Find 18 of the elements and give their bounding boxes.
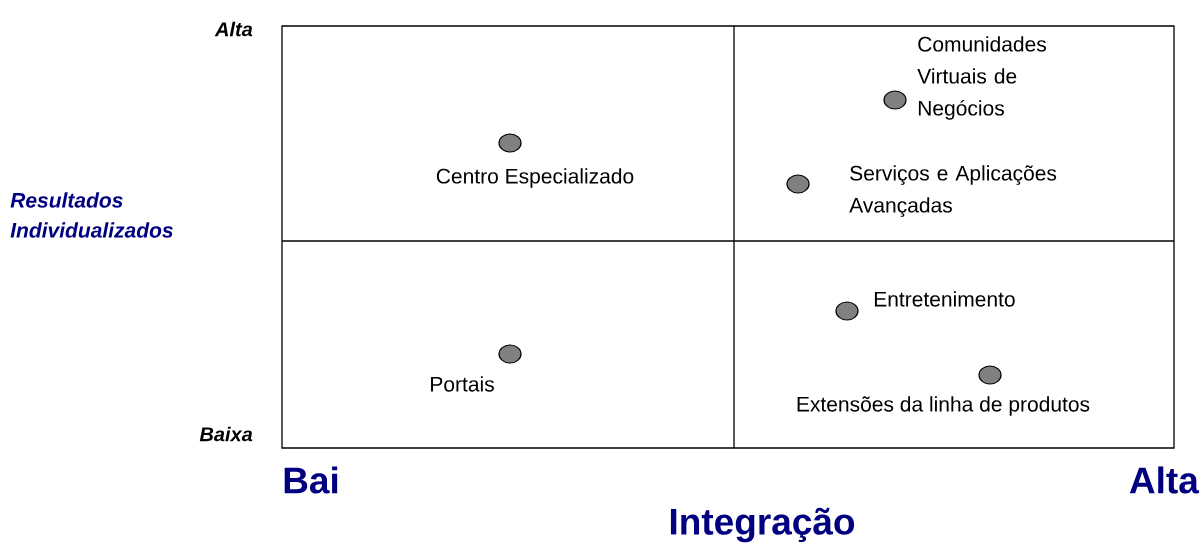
axis-label: Integração: [670, 507, 855, 543]
axis-label: Resultados Individualizados: [10, 192, 173, 238]
data-point: [498, 344, 522, 364]
axis-label: Baixa: [199, 426, 253, 442]
point-label: Portais: [431, 376, 494, 392]
point-label: Serviços e Aplicações Avançadas: [849, 165, 1057, 217]
data-point: [978, 365, 1002, 385]
data-point: [883, 90, 907, 110]
data-point: [786, 174, 810, 194]
point-label: Entretenimento: [874, 291, 1015, 307]
axis-label: Alta: [1129, 466, 1200, 494]
axis-label: Bai: [284, 466, 338, 494]
point-label: Extensões da linha de produtos: [797, 396, 1090, 416]
point-label: Comunidades Virtuais de Negócios: [917, 36, 1046, 120]
data-point: [498, 133, 522, 153]
axis-label: Alta: [214, 21, 253, 37]
data-point: [835, 301, 859, 321]
point-label: Centro Especializado: [436, 168, 634, 188]
